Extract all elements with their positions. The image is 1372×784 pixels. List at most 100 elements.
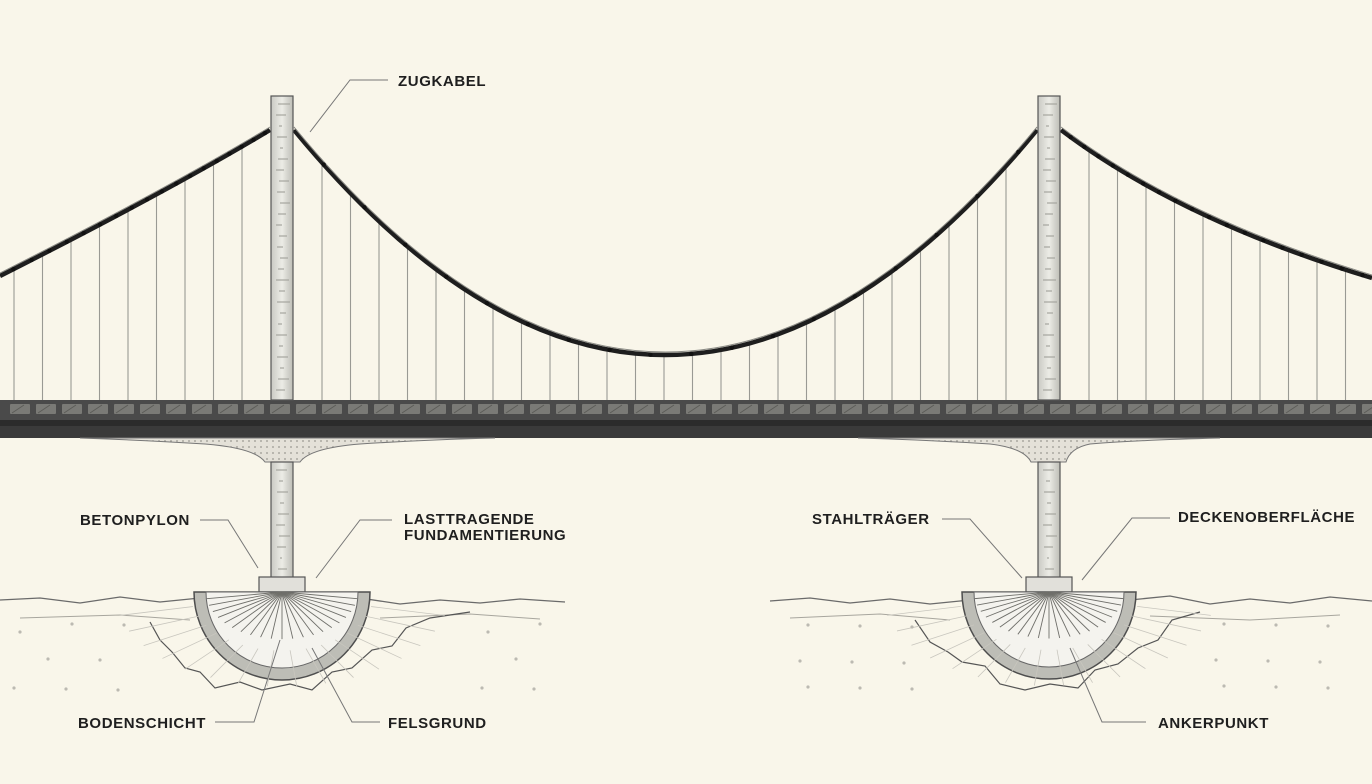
cable-clamp	[239, 144, 244, 149]
foundation-rib	[1048, 591, 1081, 635]
anchor-ray	[119, 606, 193, 616]
deck-plate-hatch	[1051, 404, 1065, 414]
deck-plate-hatch	[349, 404, 363, 414]
foundation-left	[119, 591, 445, 687]
deck-plate-hatch	[63, 404, 77, 414]
deck-plate	[1362, 404, 1372, 414]
cable-clamp	[1360, 272, 1365, 278]
leader-bedrock	[311, 647, 380, 723]
soil-dot	[902, 661, 906, 665]
foundation-right	[887, 591, 1211, 686]
cable-clamp	[11, 266, 16, 272]
anchor-ray	[977, 644, 1011, 678]
soil-dot	[514, 657, 518, 661]
foundation-rib	[281, 591, 333, 628]
foundation-rib	[1008, 591, 1050, 632]
soil-dot	[858, 624, 862, 628]
label-anchor-point: ANKERPUNKT	[1158, 715, 1269, 732]
anchor-ray	[1005, 647, 1026, 683]
anchor-ray	[1087, 644, 1121, 678]
suspender-cables	[13, 146, 1347, 400]
foundation-rib	[206, 591, 283, 600]
soil-dot	[1326, 686, 1330, 690]
anchor-ray	[357, 624, 421, 647]
foundation-rib	[281, 591, 294, 639]
soil-dot	[806, 685, 810, 689]
anchor-ray	[911, 624, 975, 646]
cable-clamp	[566, 337, 571, 342]
cable-clamp	[1339, 266, 1344, 271]
soil-dot	[798, 659, 802, 663]
anchor-ray	[1131, 615, 1202, 632]
cable-clamp	[362, 205, 367, 210]
cable-clamp	[114, 213, 119, 219]
soil-dot	[480, 686, 484, 690]
main-cable-span	[1059, 128, 1372, 281]
deck-plate-hatch	[973, 404, 987, 414]
foundation-rib	[281, 591, 314, 636]
cable-clamp	[159, 189, 165, 194]
cable-clamp	[525, 321, 531, 327]
anchor-ray	[1137, 606, 1211, 616]
ground-subline-left	[19, 613, 541, 621]
foundation-rib	[231, 591, 283, 628]
anchor-ray	[930, 632, 985, 659]
foundation-rib	[1048, 591, 1124, 600]
deck-plate-hatch	[947, 404, 961, 414]
label-soil-layer: BODENSCHICHT	[78, 715, 207, 732]
soil-dot	[1326, 624, 1330, 628]
pylon-left-upper	[270, 95, 294, 401]
main-cable-strand	[0, 126, 271, 274]
cable-clamp	[251, 137, 256, 142]
pylon-cap-right	[1025, 576, 1073, 593]
foundation-rib	[1027, 591, 1050, 637]
anchor-ray	[129, 615, 199, 632]
foundation-rib	[281, 591, 352, 613]
foundation-rib	[224, 591, 283, 624]
leader-soil-layer	[215, 639, 281, 723]
soil-dot	[538, 622, 542, 626]
haunch-right	[857, 437, 1221, 463]
bedrock-outline-right	[914, 611, 1201, 691]
cable-clamp	[770, 333, 776, 339]
deck-plate-hatch	[1285, 404, 1299, 414]
anchor-ray	[237, 648, 259, 684]
soil-dot	[1266, 659, 1270, 663]
anchor-ray	[1056, 649, 1065, 686]
cable-clamp	[64, 239, 69, 245]
cable-clamp	[1261, 238, 1266, 243]
deck-plate-hatch	[869, 404, 883, 414]
deck-plate-hatch	[37, 404, 51, 414]
soil-dot	[70, 622, 74, 626]
anchor-ray	[1101, 638, 1146, 670]
deck-plate-hatch	[791, 404, 805, 414]
cable-clamp	[227, 151, 232, 156]
cable-clamp	[201, 166, 206, 171]
cable-clamp	[934, 232, 939, 238]
deck-plate-hatch	[245, 404, 259, 414]
foundation-rib	[208, 591, 283, 606]
deck-plate-hatch	[1363, 407, 1372, 414]
soil-dot	[1222, 622, 1226, 626]
cable-clamp	[97, 222, 103, 227]
cable-clamp	[729, 345, 735, 350]
foundation-rib	[281, 591, 356, 606]
deck-plate-hatch	[583, 404, 597, 414]
soil-dots	[12, 622, 1330, 692]
deck-plate-hatch	[557, 404, 571, 414]
foundation-rib	[281, 591, 347, 618]
soil-dot	[122, 623, 126, 627]
cable-clamp	[187, 173, 193, 179]
deck-plate-hatch	[479, 404, 493, 414]
deck-plate-hatch	[921, 404, 935, 414]
label-concrete-pylon: BETONPYLON	[80, 512, 190, 529]
label-deck-surface: DECKENOBERFLÄCHE	[1178, 509, 1356, 526]
soil-dot	[64, 687, 68, 691]
cable-clamp	[1110, 163, 1116, 168]
soil-dot	[12, 686, 16, 690]
deck-plate-hatch	[817, 404, 831, 414]
deck-plate-hatch	[1259, 404, 1273, 414]
label-steel-girder: STAHLTRÄGER	[812, 511, 930, 528]
cable-clamp	[1125, 172, 1131, 177]
foundation-rib	[1048, 591, 1099, 628]
